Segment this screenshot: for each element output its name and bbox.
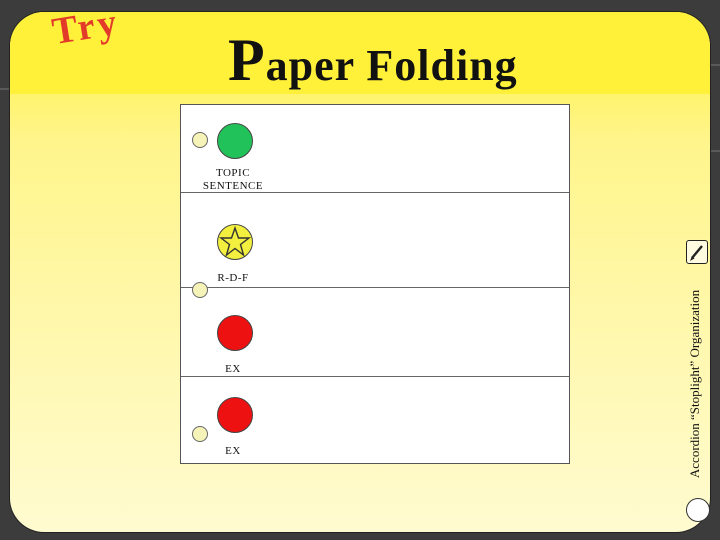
panel-ex-2: EX xyxy=(181,381,569,463)
pencil-icon xyxy=(686,240,708,264)
side-caption: Accordion “Stoplight” Organization xyxy=(687,289,702,479)
side-strip: Accordion “Stoplight” Organization xyxy=(678,248,712,518)
corner-dot xyxy=(686,498,710,522)
red-light-icon xyxy=(217,315,253,351)
panel-rdf: R-D-F xyxy=(181,200,569,288)
fold-tab xyxy=(192,132,208,148)
panel-label: EX xyxy=(225,445,241,457)
folded-paper: TOPIC SENTENCE R-D-F EX EX xyxy=(180,104,570,464)
yellow-star-light-icon xyxy=(217,224,253,260)
chalk-line xyxy=(700,150,720,152)
page-title: Paper Folding xyxy=(228,30,518,90)
red-light-icon xyxy=(217,397,253,433)
title-initial: P xyxy=(228,27,266,93)
title-rest: aper Folding xyxy=(265,41,518,90)
green-light-icon xyxy=(217,123,253,159)
panel-ex-1: EX xyxy=(181,289,569,377)
fold-tab xyxy=(192,282,208,298)
star-icon xyxy=(218,225,252,257)
panel-label: EX xyxy=(225,363,241,375)
panel-topic: TOPIC SENTENCE xyxy=(181,105,569,193)
chalk-line xyxy=(700,64,720,66)
slide-header-band xyxy=(10,12,710,94)
panel-label: R-D-F xyxy=(217,272,249,284)
panel-label: TOPIC SENTENCE xyxy=(202,167,264,192)
fold-tab xyxy=(192,426,208,442)
